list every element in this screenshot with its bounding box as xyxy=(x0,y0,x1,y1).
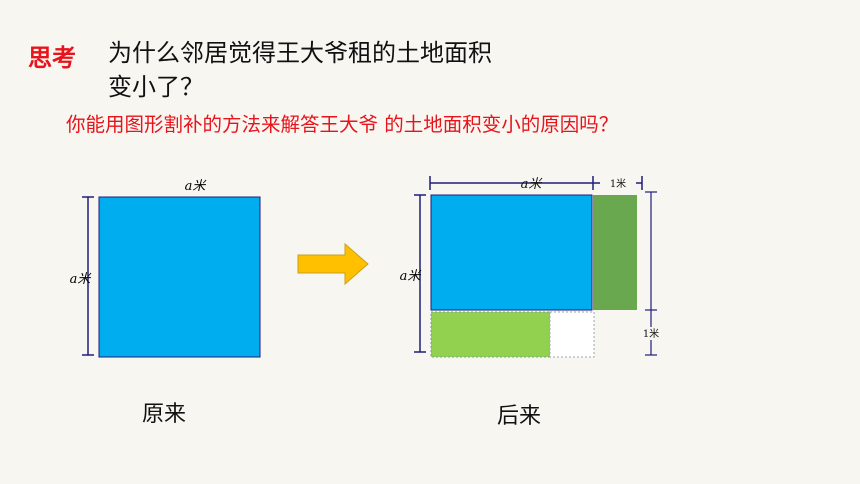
question-text: 为什么邻居觉得王大爷租的土地面积 变小了？ xyxy=(108,36,492,104)
original-side-dimension xyxy=(82,196,94,356)
added-strip xyxy=(593,195,637,310)
think-label: 思考 xyxy=(28,44,76,72)
removed-strip xyxy=(430,311,551,358)
corner-square xyxy=(549,311,595,358)
after-blue-rect xyxy=(430,194,593,311)
original-caption: 原来 xyxy=(142,402,187,427)
prompt-text: 你能用图形割补的方法来解答王大爷 的土地面积变小的原因吗？ xyxy=(66,113,619,136)
after-top-label: a米 xyxy=(521,177,544,192)
after-side-dimension xyxy=(414,194,426,353)
question-line-1: 为什么邻居觉得王大爷租的土地面积 xyxy=(108,39,492,67)
after-cut-label: 1米 xyxy=(643,327,659,340)
after-caption: 后来 xyxy=(497,404,542,429)
arrow-right-icon xyxy=(297,242,369,286)
question-line-2: 变小了？ xyxy=(108,73,204,101)
after-side-label: a米 xyxy=(400,269,423,284)
original-square xyxy=(98,196,261,358)
after-cut-label-bg xyxy=(639,327,663,340)
original-top-label: a米 xyxy=(185,179,208,194)
after-extra-label: 1米 xyxy=(610,177,626,190)
original-side-label: a米 xyxy=(70,272,93,287)
after-extra-label-bg xyxy=(600,177,636,190)
